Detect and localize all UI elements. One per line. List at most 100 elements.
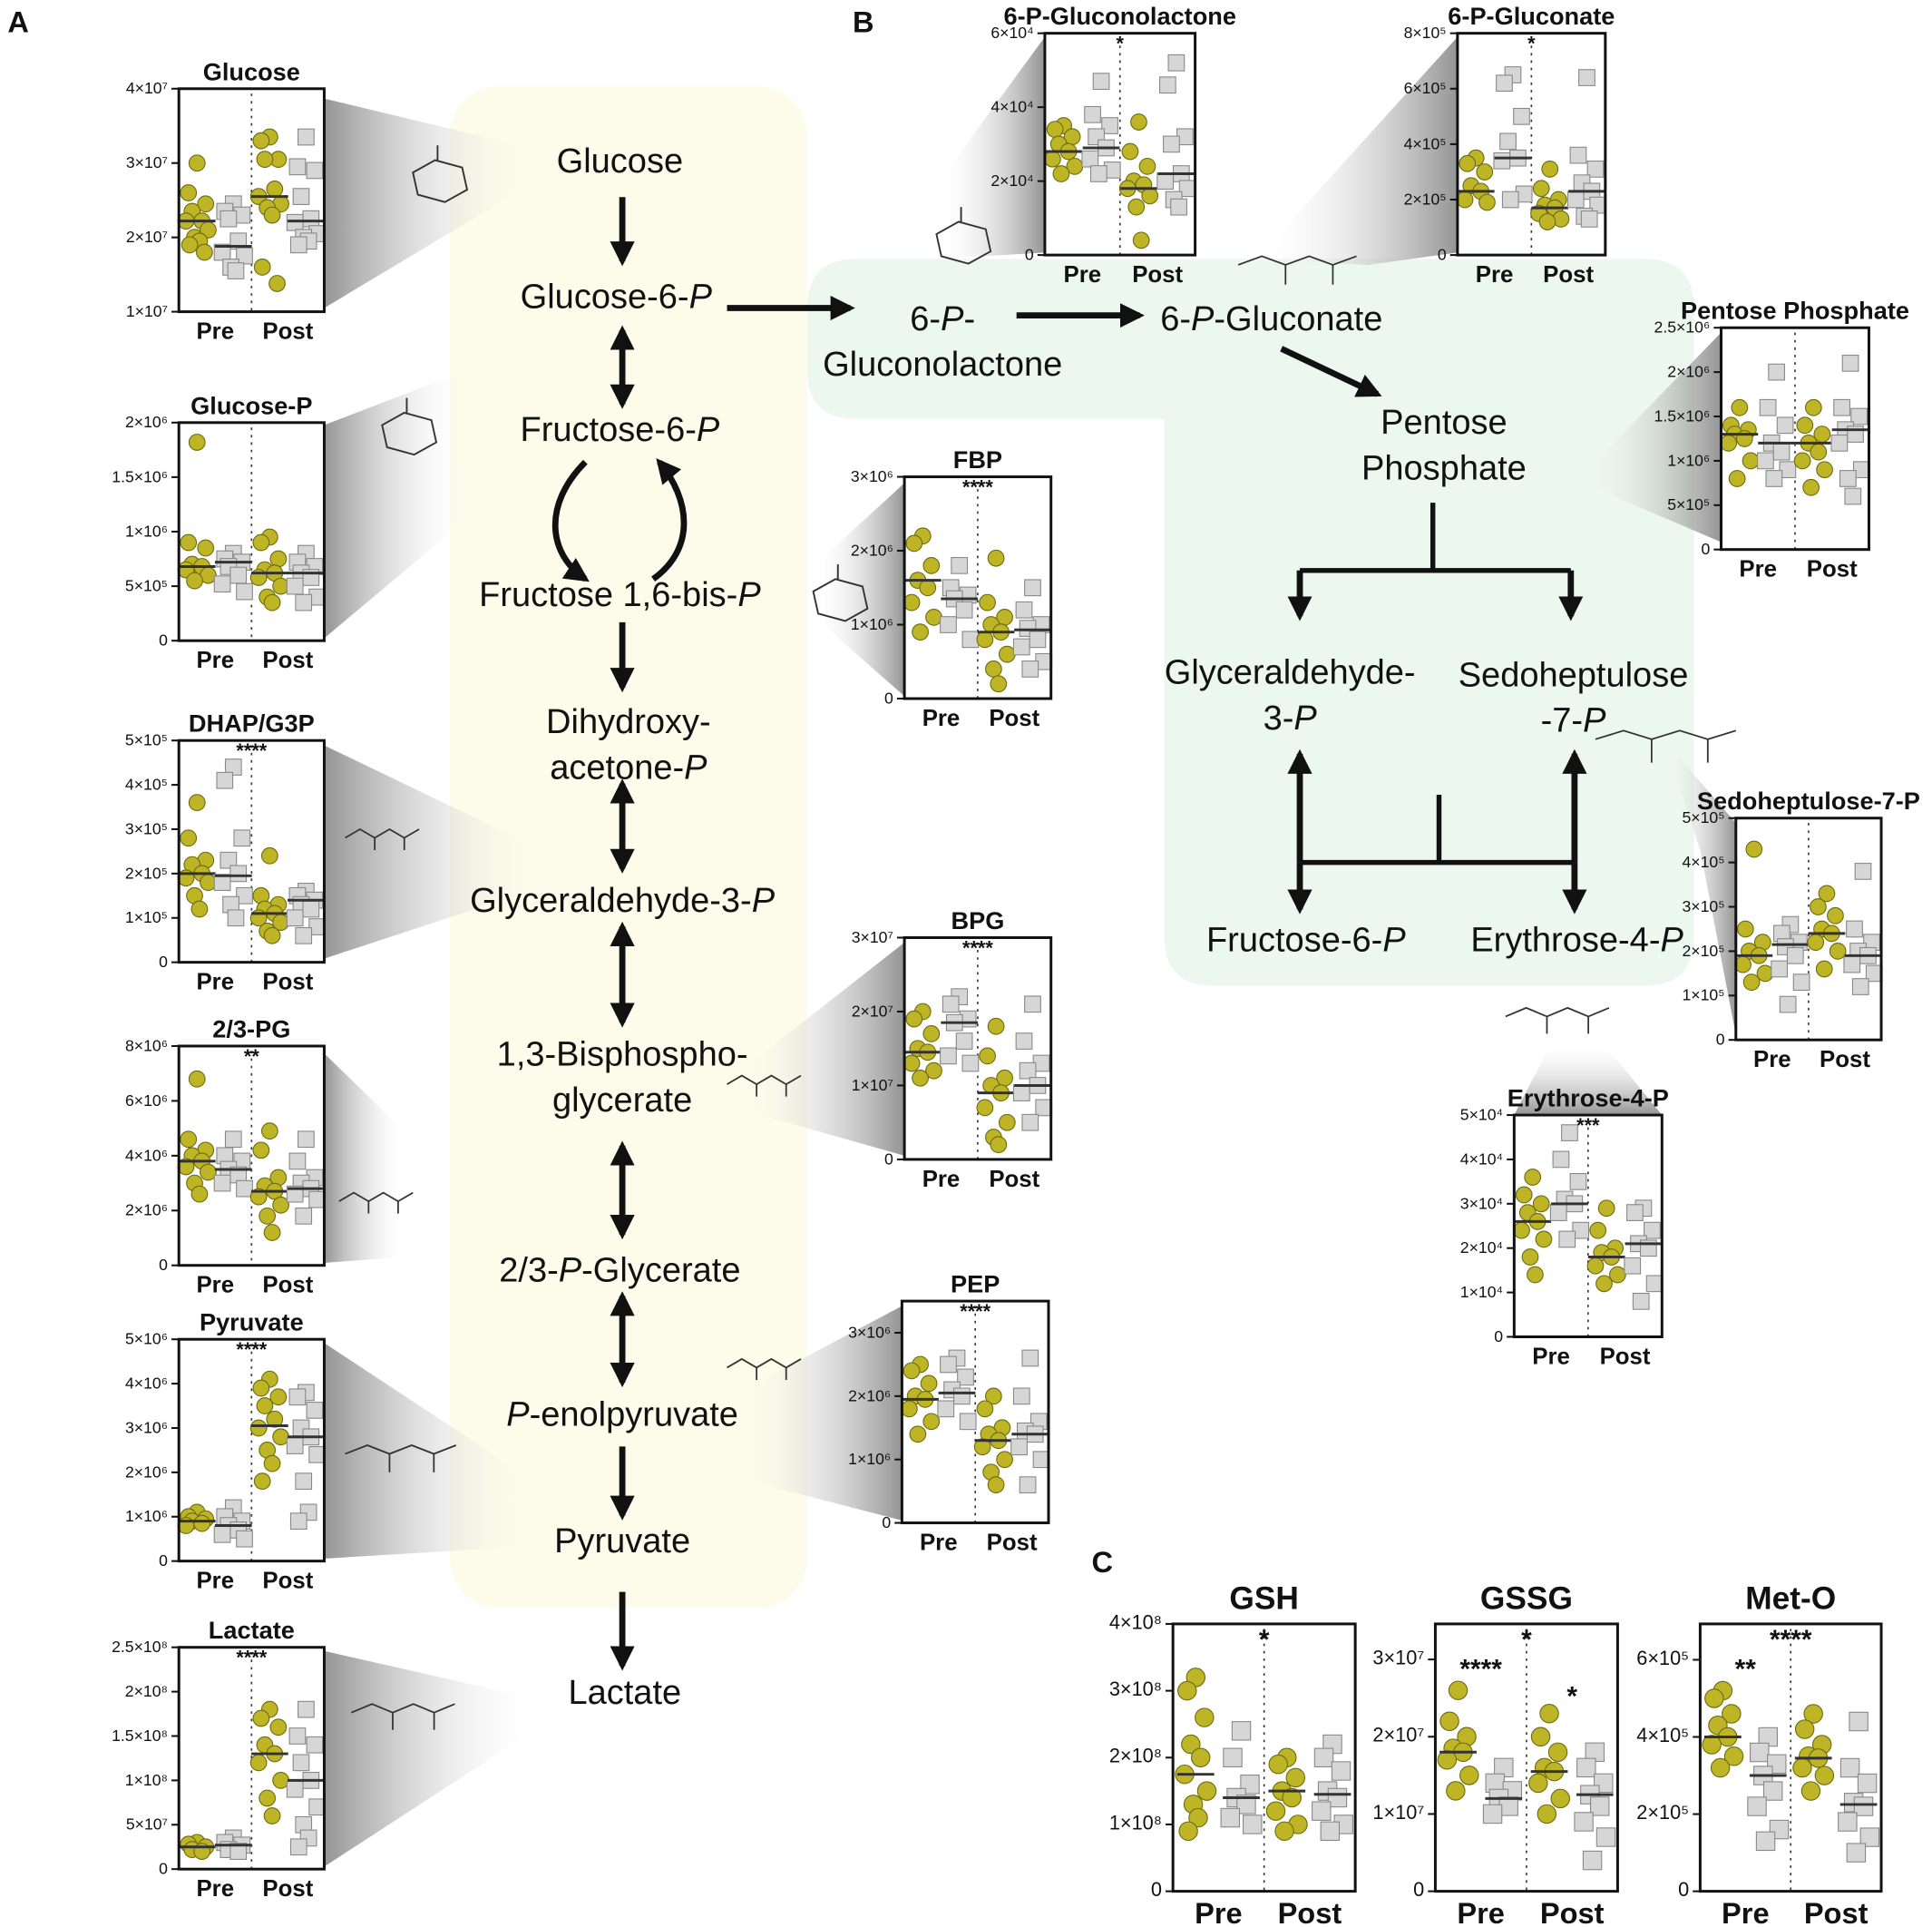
lactate-structure — [350, 1703, 455, 1730]
data-point — [1528, 1773, 1548, 1794]
gluconolactone-structure — [935, 207, 992, 265]
y-tick-label: 0 — [159, 1551, 168, 1570]
pathway-node-g3p: Glyceraldehyde-3-P — [470, 882, 776, 920]
y-tick-label: 6×10⁵ — [1404, 79, 1447, 97]
data-point — [263, 1807, 281, 1824]
glucose-phosphate-structure — [381, 397, 438, 456]
data-point — [289, 1512, 307, 1531]
italic-p: P — [689, 279, 713, 317]
data-point — [1794, 1719, 1815, 1739]
group-post-green — [973, 1387, 1013, 1494]
y-tick-label: 0 — [1701, 540, 1710, 558]
data-point — [1515, 1186, 1533, 1204]
y-tick-label: 8×10⁶ — [125, 1036, 168, 1054]
branch-line — [1300, 503, 1571, 573]
group-pre-grey — [1747, 1726, 1790, 1852]
node-text: Pyruvate — [554, 1522, 690, 1560]
group-pre-green — [177, 1503, 216, 1534]
data-point — [1569, 1173, 1587, 1190]
y-tick-label: 1×10⁶ — [848, 1450, 891, 1468]
zoom-cone — [813, 483, 905, 697]
node-text: - — [963, 300, 975, 338]
significance-center: **** — [236, 1338, 267, 1361]
plot-frame — [1433, 1622, 1619, 1893]
data-point — [266, 181, 284, 198]
italic-p: P — [737, 576, 761, 614]
panel-label-c: C — [1092, 1545, 1114, 1579]
panel-title: GSSG — [1480, 1581, 1573, 1617]
data-point — [922, 1025, 941, 1042]
group-label-post: Post — [262, 318, 313, 344]
arrow — [1280, 346, 1382, 397]
data-point — [1156, 172, 1175, 191]
zoom-cone — [324, 98, 531, 308]
plot-frame — [177, 1646, 326, 1871]
data-point — [1550, 1788, 1570, 1809]
data-point — [263, 1454, 281, 1472]
zoom-cone — [1576, 332, 1722, 543]
data-point — [1757, 452, 1774, 470]
data-point — [268, 275, 286, 292]
data-point — [903, 1054, 921, 1072]
data-point — [951, 556, 969, 574]
data-point — [253, 1472, 271, 1491]
y-tick-label: 4×10⁵ — [1636, 1724, 1689, 1746]
group-label-pre: Pre — [1476, 262, 1514, 288]
significance-center: * — [1117, 33, 1125, 55]
group-pre-green — [903, 1003, 942, 1087]
y-tick-label: 4×10⁴ — [1460, 1149, 1503, 1168]
y-tick-label: 5×10⁶ — [125, 1330, 168, 1348]
data-point — [236, 1530, 253, 1548]
group-post-grey — [1574, 1742, 1616, 1871]
data-point — [1796, 416, 1814, 435]
data-point — [1734, 955, 1751, 973]
group-post-green — [1118, 113, 1159, 249]
data-point — [990, 675, 1008, 693]
zoom-cone — [324, 1053, 407, 1264]
data-point — [197, 539, 215, 557]
data-point — [996, 1451, 1013, 1469]
italic-p: P — [941, 300, 964, 338]
data-point — [263, 926, 281, 944]
data-point — [1044, 150, 1061, 168]
y-tick-label: 2×10⁴ — [990, 171, 1033, 190]
data-point — [1804, 398, 1822, 416]
data-point — [227, 262, 245, 279]
data-point — [1513, 107, 1530, 125]
data-point — [998, 1113, 1016, 1131]
panel-label-b: B — [853, 5, 874, 38]
data-point — [1800, 1781, 1821, 1801]
data-point — [1021, 1113, 1039, 1131]
data-point — [940, 1355, 957, 1374]
data-point — [973, 1438, 991, 1456]
panel-title: 6-P-Gluconate — [1448, 2, 1615, 30]
pep-structure — [727, 1357, 802, 1381]
data-point — [1833, 398, 1850, 416]
plot-frame — [903, 475, 1053, 700]
group-label-pre: Pre — [1195, 1896, 1243, 1927]
y-tick-label: 5×10⁵ — [125, 577, 168, 595]
panel-title: 2/3-PG — [212, 1014, 290, 1042]
y-tick-label: 3×10⁶ — [125, 1418, 168, 1436]
data-point — [272, 577, 289, 595]
node-text: 6- — [1160, 300, 1191, 338]
data-point — [1081, 150, 1099, 168]
italic-p: P — [1660, 921, 1683, 959]
plot-frame — [1734, 817, 1883, 1042]
data-point — [1803, 1704, 1823, 1724]
group-post-green — [1530, 161, 1570, 230]
data-point — [1268, 1754, 1288, 1775]
data-point — [1012, 1084, 1030, 1101]
y-tick-label: 6×10⁵ — [1636, 1647, 1689, 1669]
data-point — [220, 851, 238, 869]
y-tick-label: 5×10⁴ — [1460, 1105, 1503, 1123]
node-text: Glucose — [557, 142, 683, 181]
italic-p: P — [684, 748, 707, 787]
group-post-green — [1792, 1704, 1835, 1801]
data-point — [1220, 1807, 1241, 1828]
data-point — [1851, 978, 1869, 995]
data-point — [940, 616, 957, 633]
group-label-post: Post — [987, 1530, 1038, 1555]
